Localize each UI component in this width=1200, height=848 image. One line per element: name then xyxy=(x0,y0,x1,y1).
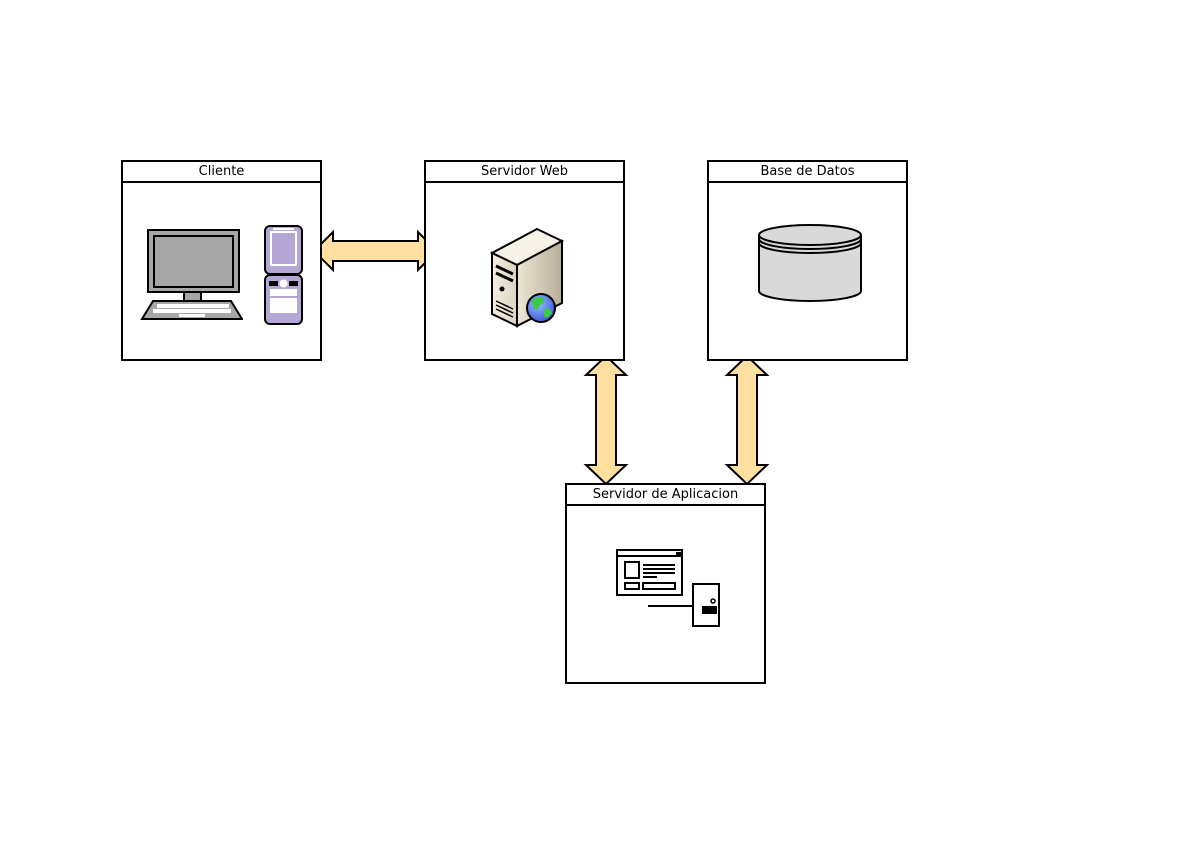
node-title: Base de Datos xyxy=(709,162,906,183)
node-title: Cliente xyxy=(123,162,320,183)
desktop-computer-icon xyxy=(140,229,243,320)
application-server-icon xyxy=(616,549,720,627)
arrow-base-datos-aplicacion xyxy=(724,354,770,486)
node-title: Servidor Web xyxy=(426,162,623,183)
database-icon xyxy=(758,224,862,302)
node-servidor-web[interactable]: Servidor Web xyxy=(424,160,625,361)
arrow-servidor-web-aplicacion xyxy=(583,354,629,486)
node-servidor-aplicacion[interactable]: Servidor de Aplicacion xyxy=(565,483,766,684)
mobile-phone-icon xyxy=(264,225,303,325)
arrow-cliente-servidor-web xyxy=(312,229,439,273)
web-server-icon xyxy=(489,227,565,328)
node-base-de-datos[interactable]: Base de Datos xyxy=(707,160,908,361)
node-title: Servidor de Aplicacion xyxy=(567,485,764,506)
node-cliente[interactable]: Cliente xyxy=(121,160,322,361)
